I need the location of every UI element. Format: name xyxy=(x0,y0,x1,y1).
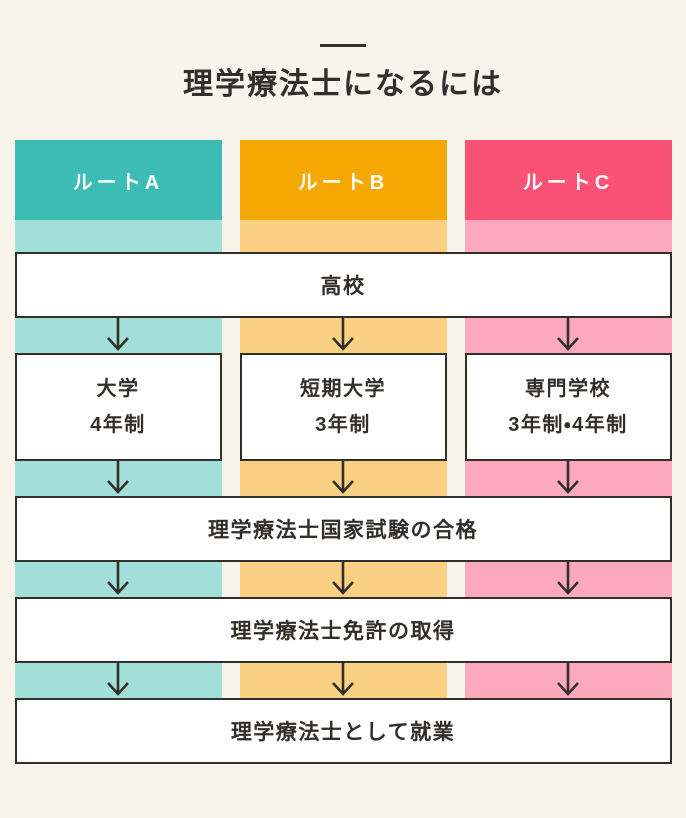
arrow-down-icon xyxy=(557,663,579,696)
school-duration: 4年制 xyxy=(90,414,146,436)
step-school-route-b: 短期大学 3年制 xyxy=(239,353,447,461)
school-row: 大学 4年制 短期大学 3年制 専門学校 3年制・4年制 xyxy=(14,353,672,461)
route-c-track xyxy=(464,220,672,252)
route-header-row: ルートA ルートB ルートC xyxy=(14,140,672,220)
route-b-header: ルートB xyxy=(239,140,447,220)
route-a-header: ルートA xyxy=(14,140,222,220)
route-a-track xyxy=(14,562,222,597)
arrow-down-icon xyxy=(107,663,129,696)
school-duration: 3年制・4年制 xyxy=(508,414,628,436)
route-c-track xyxy=(464,461,672,496)
step-school-route-a: 大学 4年制 xyxy=(14,353,222,461)
arrow-row-1 xyxy=(14,318,672,353)
arrow-down-icon xyxy=(557,461,579,494)
school-name: 専門学校 xyxy=(525,378,611,400)
route-b-track xyxy=(239,562,447,597)
route-c-header: ルートC xyxy=(464,140,672,220)
arrow-down-icon xyxy=(332,663,354,696)
route-a-track xyxy=(14,220,222,252)
route-b-track xyxy=(239,220,447,252)
arrow-down-icon xyxy=(107,461,129,494)
route-c-track xyxy=(464,318,672,353)
route-a-label: ルートA xyxy=(72,171,164,194)
track-row-top xyxy=(14,220,672,252)
route-a-track xyxy=(14,318,222,353)
route-c-label: ルートC xyxy=(522,171,614,194)
step-employment: 理学療法士として就業 xyxy=(14,698,672,764)
route-b-label: ルートB xyxy=(297,171,389,194)
arrow-down-icon xyxy=(107,562,129,595)
arrow-down-icon xyxy=(107,318,129,351)
arrow-down-icon xyxy=(332,318,354,351)
school-name: 大学 xyxy=(96,378,140,400)
arrow-down-icon xyxy=(332,562,354,595)
arrow-down-icon xyxy=(332,461,354,494)
title-divider xyxy=(320,44,366,47)
route-c-track xyxy=(464,562,672,597)
step-license: 理学療法士免許の取得 xyxy=(14,597,672,663)
route-a-track xyxy=(14,663,222,698)
arrow-row-4 xyxy=(14,663,672,698)
arrow-row-3 xyxy=(14,562,672,597)
flowchart: ルートA ルートB ルートC 高校 xyxy=(14,140,672,764)
route-b-track xyxy=(239,461,447,496)
arrow-down-icon xyxy=(557,318,579,351)
page-title: 理学療法士になるには xyxy=(183,68,503,101)
school-duration: 3年制 xyxy=(315,414,371,436)
route-b-track xyxy=(239,318,447,353)
step-school-route-c: 専門学校 3年制・4年制 xyxy=(464,353,672,461)
route-c-track xyxy=(464,663,672,698)
arrow-row-2 xyxy=(14,461,672,496)
step-highschool: 高校 xyxy=(14,252,672,318)
route-b-track xyxy=(239,663,447,698)
route-a-track xyxy=(14,461,222,496)
arrow-down-icon xyxy=(557,562,579,595)
step-national-exam: 理学療法士国家試験の合格 xyxy=(14,496,672,562)
school-name: 短期大学 xyxy=(300,378,386,400)
